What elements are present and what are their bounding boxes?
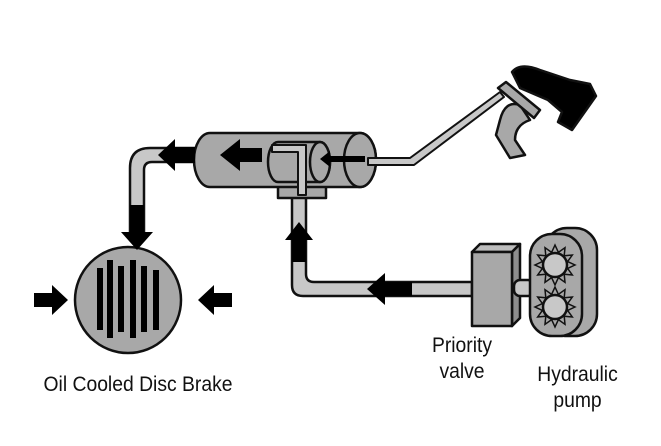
priority-valve-label-line2: valve bbox=[439, 360, 485, 383]
arrow-left-from-valve bbox=[367, 273, 412, 305]
priority-valve bbox=[470, 242, 536, 328]
foot-icon bbox=[510, 65, 598, 132]
hydraulic-pump-label-line1: Hydraulic bbox=[537, 363, 618, 386]
arrow-down-into-brake bbox=[121, 205, 153, 250]
priority-valve-label: Priority valve bbox=[416, 333, 508, 385]
gear-icon bbox=[541, 251, 569, 279]
arrow-left-right-side bbox=[198, 285, 232, 315]
arrow-left-out-cylinder bbox=[158, 139, 195, 171]
arrow-left-in-cylinder bbox=[220, 139, 262, 171]
disc-plates bbox=[97, 260, 159, 338]
brake-pedal bbox=[494, 80, 542, 160]
oil-cooled-disc-brake bbox=[73, 245, 183, 355]
pedal-rod bbox=[367, 91, 505, 166]
priority-valve-label-line1: Priority bbox=[431, 334, 493, 357]
gear-icon bbox=[541, 293, 569, 321]
arrow-right-left-side bbox=[34, 285, 68, 315]
master-cylinder bbox=[192, 131, 378, 200]
gear-teeth bbox=[533, 285, 577, 329]
arrow-left-piston bbox=[320, 151, 365, 167]
hydraulic-pump-label: Hydraulic pump bbox=[525, 362, 631, 414]
gear-teeth bbox=[533, 243, 577, 287]
hydraulic-pump-label-line2: pump bbox=[553, 389, 602, 412]
arrow-up-return bbox=[285, 222, 313, 262]
brake-label: Oil Cooled Disc Brake bbox=[43, 373, 233, 396]
